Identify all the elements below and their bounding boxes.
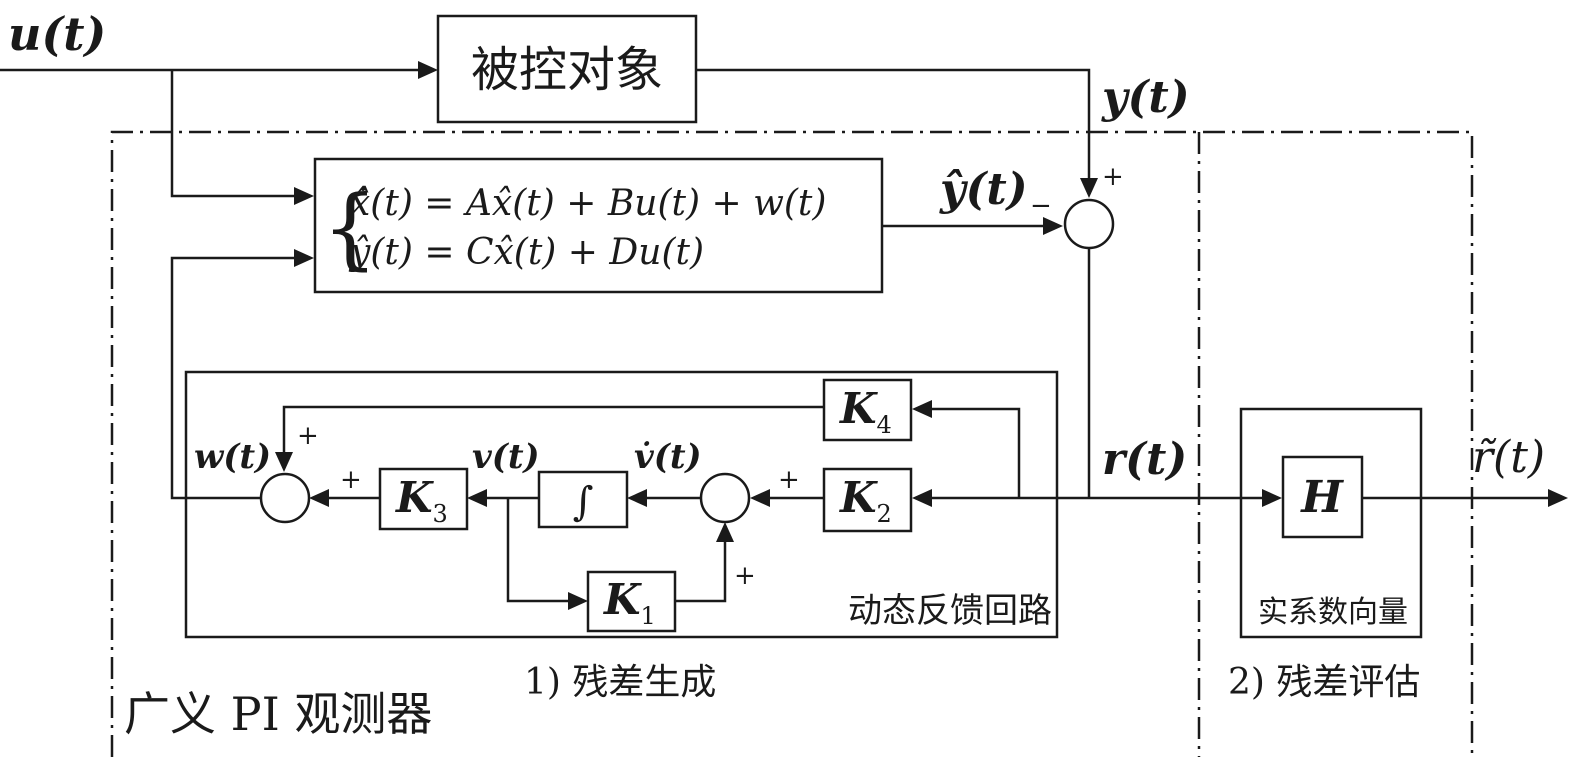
k1-label: K1 xyxy=(603,575,656,630)
sign-plus-y: + xyxy=(1102,162,1124,192)
sign-plus-w-top: + xyxy=(297,421,319,451)
wire-k1-to-v-sum xyxy=(675,540,727,603)
sign-plus-v-right: + xyxy=(778,465,800,495)
signal-v-dot-label: v̇(t) xyxy=(634,437,702,477)
k4-label: K4 xyxy=(839,384,892,439)
integrator-block xyxy=(537,470,629,529)
wire-y xyxy=(696,68,1091,180)
plant-block xyxy=(436,14,698,124)
arrow-r-tilde-out xyxy=(1548,489,1568,507)
sum-junction-w xyxy=(259,472,311,524)
wire-r-to-k4 xyxy=(932,407,1021,498)
sum-junction-v xyxy=(699,472,751,524)
arrow-into-k4 xyxy=(912,400,932,418)
residual-evaluation-label: 2) 残差评估 xyxy=(1228,662,1420,703)
k2-block xyxy=(822,467,913,533)
evaluation-boundary xyxy=(1239,407,1423,639)
signal-y-hat-label: ŷ(t) xyxy=(939,164,1028,215)
wire-u-branch-down xyxy=(170,70,296,198)
signal-u-label: u(t) xyxy=(8,7,106,61)
arrow-y-into-sum xyxy=(1080,178,1098,198)
k2-label: K2 xyxy=(839,473,892,528)
arrow-u-into-observer xyxy=(294,187,314,205)
observer-title: 广义 PI 观测器 xyxy=(124,687,432,741)
sum-junction-residual xyxy=(1063,198,1115,250)
feedback-loop-boundary xyxy=(184,370,1059,639)
wire-v-to-k1 xyxy=(506,498,568,603)
sign-minus-y-hat: − xyxy=(1030,191,1052,221)
dashed-boundaries xyxy=(110,130,1474,757)
observer-boundary xyxy=(110,130,1474,757)
signal-y-label: y(t) xyxy=(1101,72,1190,123)
signal-v-label: v(t) xyxy=(472,437,540,477)
k3-block xyxy=(378,467,469,531)
wire-w-feedback xyxy=(170,256,296,500)
residual-generation-label: 1) 残差生成 xyxy=(524,662,716,703)
integrator-symbol: ∫ xyxy=(573,479,594,525)
observer-equation-output: ŷ(t) = Cx̂(t) + Du(t) xyxy=(348,232,704,273)
real-vector-label: 实系数向量 xyxy=(1258,595,1408,630)
k3-label: K3 xyxy=(395,473,448,528)
arrow-r-into-h xyxy=(1262,489,1282,507)
arrow-k3-into-w-sum xyxy=(309,489,329,507)
arrow-w-into-observer xyxy=(294,249,314,267)
h-label: H xyxy=(1299,472,1344,523)
arrow-k4-into-w-sum xyxy=(275,452,293,472)
wire-k4-to-w-sum xyxy=(282,405,824,452)
signal-r-tilde-label: r̃(t) xyxy=(1472,432,1545,483)
sign-plus-w-right: + xyxy=(340,465,362,495)
equation-brace: { xyxy=(322,176,378,279)
arrow-k2-into-v-sum xyxy=(750,489,770,507)
arrow-y-hat-into-sum xyxy=(1043,217,1063,235)
k4-block xyxy=(822,378,913,442)
feedback-loop-label: 动态反馈回路 xyxy=(848,591,1052,631)
arrow-into-k3 xyxy=(467,489,487,507)
signal-r-label: r(t) xyxy=(1102,434,1187,485)
arrow-into-k2 xyxy=(912,489,932,507)
observer-equation-state: x̂̇(t) = Ax̂(t) + Bu(t) + w(t) xyxy=(350,183,826,224)
arrow-into-integrator xyxy=(627,489,647,507)
arrow-k1-into-v-sum xyxy=(716,522,734,542)
sign-plus-v-bottom: + xyxy=(734,561,756,591)
k1-block xyxy=(586,570,677,633)
plant-label: 被控对象 xyxy=(471,42,663,98)
arrow-into-plant xyxy=(418,61,438,79)
observer-equation-block xyxy=(313,157,884,294)
arrow-into-k1 xyxy=(568,592,588,610)
signal-w-label: w(t) xyxy=(194,437,271,477)
